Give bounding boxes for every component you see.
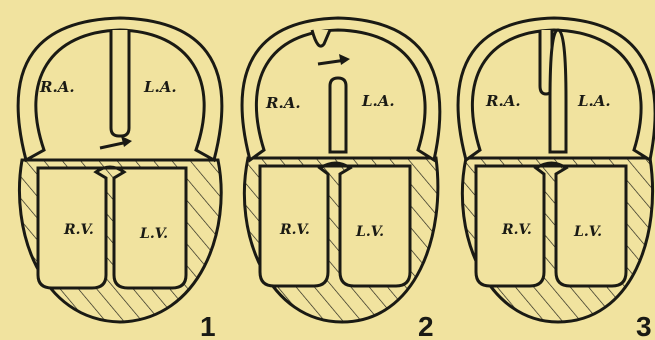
ventricle-wall <box>462 158 652 322</box>
panel-number: 3 <box>636 311 652 340</box>
panel-2: R.A. L.A. R.V. L.V. 2 <box>242 18 440 340</box>
label-left-ventricle: L.V. <box>573 224 602 240</box>
panel-3: R.A. L.A. R.V. L.V. 3 <box>458 18 655 340</box>
shunt-arrow <box>100 136 132 148</box>
label-right-ventricle: R.V. <box>501 222 532 238</box>
panel-number: 1 <box>200 311 216 340</box>
septum-primum <box>550 30 566 152</box>
label-right-atrium: R.A. <box>485 92 521 110</box>
ventricle-wall <box>244 158 437 322</box>
septum-primum <box>111 30 129 136</box>
label-left-ventricle: L.V. <box>139 226 168 242</box>
label-left-atrium: L.A. <box>577 92 611 110</box>
label-right-ventricle: R.V. <box>63 222 94 238</box>
panel-1: R.A. L.A. R.V. L.V. 1 <box>18 18 222 340</box>
label-right-ventricle: R.V. <box>279 222 310 238</box>
label-right-atrium: R.A. <box>265 94 301 112</box>
shunt-arrow <box>318 54 350 65</box>
ventricle-wall <box>19 160 221 322</box>
label-left-ventricle: L.V. <box>355 224 384 240</box>
panel-number: 2 <box>418 311 434 340</box>
label-right-atrium: R.A. <box>39 78 75 96</box>
septum-primum <box>330 78 346 152</box>
label-left-atrium: L.A. <box>143 78 177 96</box>
septum-secundum <box>312 30 330 46</box>
label-left-atrium: L.A. <box>361 92 395 110</box>
